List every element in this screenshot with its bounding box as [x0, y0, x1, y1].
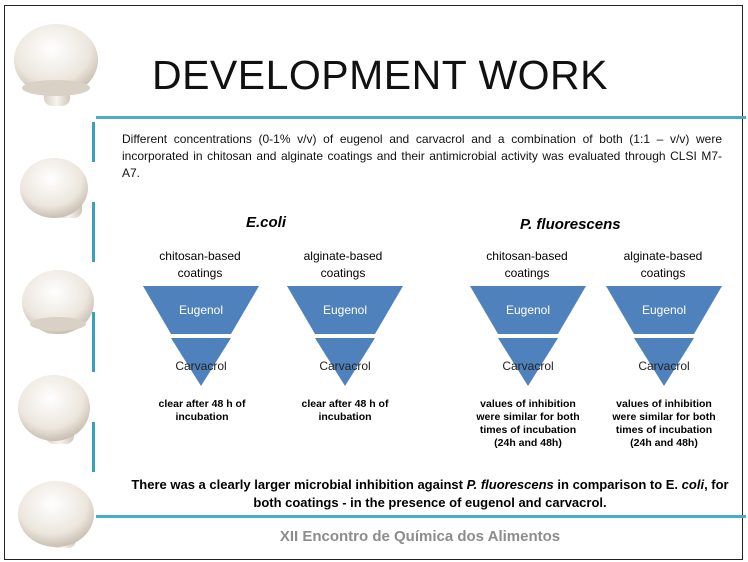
funnel-diagram: [606, 286, 722, 386]
funnel-bottom-segment: [498, 338, 558, 386]
funnel-label-carvacrol: Carvacrol: [502, 359, 554, 373]
footer-divider: [96, 515, 746, 518]
mushroom-icon: [18, 481, 94, 548]
result-text: values of inhibition were similar for bo…: [476, 398, 580, 449]
mushroom-icon: [18, 375, 90, 444]
funnel-bottom-segment: [634, 338, 694, 386]
funnel-bottom-segment: [315, 338, 375, 386]
conclusion-part: There was a clearly larger microbial inh…: [131, 477, 467, 492]
coating-label: alginate-based coatings: [303, 249, 383, 280]
footer-text: XII Encontro de Química dos Alimentos: [279, 528, 561, 545]
funnel-label-eugenol: Eugenol: [505, 303, 551, 317]
mushroom-decoration: [14, 12, 104, 552]
result-text: clear after 48 h of incubation: [301, 398, 389, 423]
funnel-top-segment: [143, 286, 259, 334]
funnel-diagram: [143, 286, 259, 386]
conclusion-part: in comparison to E.: [553, 477, 682, 492]
funnel-label-carvacrol: Carvacrol: [638, 359, 690, 373]
group-title-ecoli: E.coli: [246, 214, 287, 231]
coating-label: chitosan-based coatings: [159, 249, 241, 280]
funnel-top-segment: [470, 286, 586, 334]
coating-label: alginate-based coatings: [623, 249, 703, 280]
conclusion-organism: P. fluorescens: [466, 477, 554, 492]
accent-segment: [92, 422, 95, 472]
funnel-label-eugenol: Eugenol: [178, 303, 224, 317]
funnel-top-segment: [606, 286, 722, 334]
accent-segment: [92, 312, 95, 372]
title-divider: [96, 116, 746, 119]
funnel-bottom-segment: [171, 338, 231, 386]
conclusion-organism: coli: [681, 477, 705, 492]
mushroom-icon: [14, 24, 98, 106]
funnel-label-carvacrol: Carvacrol: [175, 359, 227, 373]
intro-text: Different concentrations (0-1% v/v) of e…: [122, 132, 722, 180]
coating-label: chitosan-based coatings: [486, 249, 568, 280]
mushroom-icon: [20, 158, 88, 218]
accent-segment: [92, 202, 95, 262]
result-text: clear after 48 h of incubation: [158, 398, 246, 423]
funnel-top-segment: [287, 286, 403, 334]
slide-title: DEVELOPMENT WORK: [151, 52, 609, 98]
conclusion-part: , for both coatings - in the presence of…: [253, 477, 729, 510]
funnel-label-carvacrol: Carvacrol: [319, 359, 371, 373]
accent-segment: [92, 122, 95, 162]
result-text: values of inhibition were similar for bo…: [612, 398, 716, 449]
mushroom-icon: [22, 270, 94, 334]
conclusion-text: There was a clearly larger microbial inh…: [120, 476, 740, 512]
mushroom-images: [14, 24, 98, 548]
slide-frame: [4, 5, 743, 560]
funnel-diagram: [287, 286, 403, 386]
funnel-label-eugenol: Eugenol: [322, 303, 368, 317]
funnel-label-eugenol: Eugenol: [641, 303, 687, 317]
funnel-diagram: [470, 286, 586, 386]
group-title-pfluorescens: P. fluorescens: [520, 216, 621, 233]
